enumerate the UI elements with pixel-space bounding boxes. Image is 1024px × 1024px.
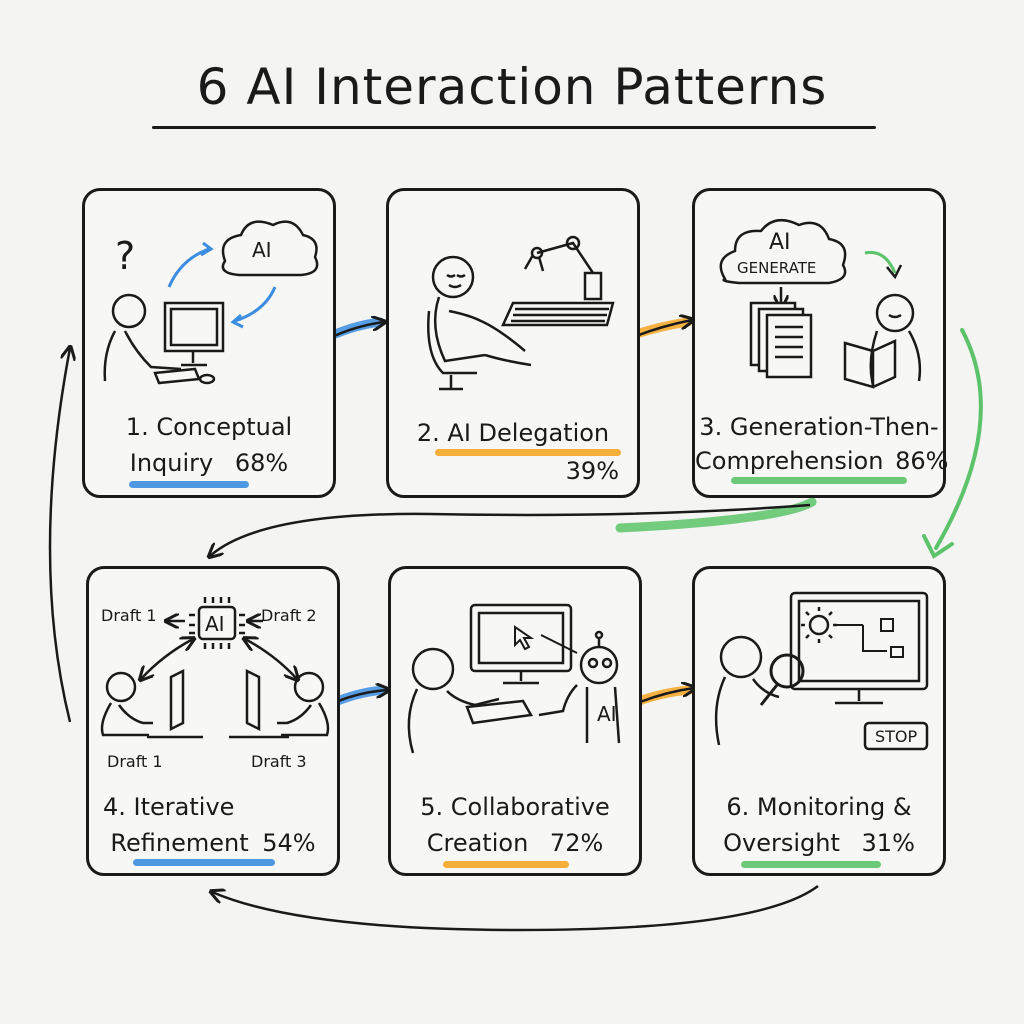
relaxed-person-icon <box>427 255 532 391</box>
keyboard-icon <box>501 301 615 327</box>
panel-name: Iterative <box>133 793 235 821</box>
svg-text:AI: AI <box>205 612 225 636</box>
panel-title-line1: 1. Conceptual <box>85 411 333 443</box>
robot-arm-icon <box>523 235 603 301</box>
panel-title-line2: Creation 72% <box>391 827 639 859</box>
arrow-icon <box>167 247 210 288</box>
arrow-4-to-1 <box>48 348 70 723</box>
highlight-underline <box>443 861 569 868</box>
panel-number: 3. <box>699 413 723 441</box>
cursor-icon <box>514 625 535 651</box>
arrow-icon <box>234 286 277 323</box>
person-icon <box>407 647 500 754</box>
panel-name: Generation-Then- <box>729 413 939 441</box>
highlight-underline <box>133 859 275 866</box>
panel-title-line1: 5. Collaborative <box>391 791 639 823</box>
highlight-underline <box>435 449 621 456</box>
arrow-3-to-6 <box>922 328 983 559</box>
question-mark-icon: ? <box>115 234 135 278</box>
draft-label: Draft 2 <box>261 606 317 625</box>
panel-title-line1: 2. AI Delegation <box>389 417 637 449</box>
panel-name: Monitoring & <box>756 793 912 821</box>
keyboard-icon <box>465 699 534 725</box>
robot-icon: AI <box>538 630 621 744</box>
panel-number: 1. <box>125 413 149 441</box>
arrow-3-to-4 <box>210 497 817 556</box>
arrow-icon <box>864 250 897 274</box>
panel-name: Collaborative <box>450 793 610 821</box>
arrow-6-to-4 <box>212 885 819 932</box>
panel-collaborative-creation: AI 5. Collaborative Creation 72% <box>388 566 642 876</box>
panel-title-line1: 3. Generation-Then- <box>695 411 943 443</box>
svg-text:AI: AI <box>597 702 617 726</box>
panel-iterative-refinement: Draft 1 Draft 2 AI D <box>86 566 340 876</box>
arrow-5-to-6 <box>631 688 694 707</box>
panel-number: 6. <box>726 793 750 821</box>
panel-title-line2: Comprehension 86% <box>695 445 948 477</box>
documents-icon <box>749 301 813 379</box>
panel-name-line2: Refinement <box>110 829 249 857</box>
title-underline <box>152 126 876 129</box>
svg-text:AI: AI <box>252 238 272 262</box>
highlight-underline <box>741 861 881 868</box>
person-at-computer-icon <box>103 293 225 385</box>
panel-title-line2: Oversight 31% <box>695 827 943 859</box>
panel-illustration: AI GENERATE <box>719 218 922 389</box>
panel-illustration: STOP <box>714 591 929 751</box>
person-at-computer-icon <box>229 668 330 739</box>
magnifier-icon <box>759 653 805 706</box>
stop-button-icon: STOP <box>863 721 929 751</box>
panel-percent-row: 39% <box>389 455 637 487</box>
flow-icon <box>833 624 887 652</box>
person-at-computer-icon <box>100 668 203 739</box>
panel-number: 2. <box>416 419 440 447</box>
panel-percent: 39% <box>565 457 619 485</box>
panel-generation-then-comprehension: AI GENERATE 3. Generation-Then- <box>692 188 948 498</box>
ai-generate-cloud-icon: AI GENERATE <box>719 218 847 285</box>
panel-name-line2: Comprehension <box>695 447 884 475</box>
panel-illustration: ? AI <box>103 220 319 385</box>
highlight-underline <box>731 477 907 484</box>
panel-percent: 86% <box>895 447 949 475</box>
draft-label: Draft 3 <box>251 752 307 771</box>
panel-number: 4. <box>103 793 126 821</box>
panel-name-line2: Oversight <box>723 829 840 857</box>
person-reading-icon <box>843 293 922 389</box>
panel-name-line2: Inquiry <box>129 449 214 477</box>
svg-text:STOP: STOP <box>875 727 918 746</box>
panel-conceptual-inquiry: ? AI 1. Conceptual <box>82 188 336 498</box>
panel-title-line1: 6. Monitoring & <box>695 791 943 823</box>
panel-monitoring-oversight: STOP 6. Monitoring & Oversight 31% <box>692 566 946 876</box>
panel-name: Conceptual <box>156 413 293 441</box>
panel-name-line2: Creation <box>426 829 529 857</box>
draft-label: Draft 1 <box>107 752 163 771</box>
draft-label: Draft 1 <box>101 606 157 625</box>
panel-title-line2: Inquiry 68% <box>85 447 333 479</box>
monitor-icon <box>789 591 929 705</box>
panel-percent: 68% <box>234 449 289 477</box>
panel-percent: 31% <box>861 829 915 857</box>
person-icon <box>714 635 780 746</box>
ai-cloud-icon: AI <box>221 220 319 277</box>
gear-icon <box>801 607 837 643</box>
diagram-title: 6 AI Interaction Patterns <box>196 58 828 116</box>
panel-illustration: AI <box>407 603 621 754</box>
panel-percent: 54% <box>262 829 316 857</box>
panel-illustration <box>427 235 615 391</box>
monitor-icon <box>469 603 573 685</box>
panel-number: 5. <box>420 793 444 821</box>
highlight-underline <box>129 481 249 488</box>
svg-text:GENERATE: GENERATE <box>737 259 816 277</box>
ai-chip-icon: AI <box>189 597 245 649</box>
panel-title-line2: Refinement 54% <box>89 827 337 859</box>
panel-illustration: Draft 1 Draft 2 AI D <box>100 597 330 771</box>
panel-percent: 72% <box>549 829 604 857</box>
panel-name: AI Delegation <box>447 419 610 447</box>
panel-ai-delegation: 2. AI Delegation 39% <box>386 188 640 498</box>
panel-title-line1: 4. Iterative <box>89 791 337 823</box>
svg-text:AI: AI <box>769 230 791 255</box>
